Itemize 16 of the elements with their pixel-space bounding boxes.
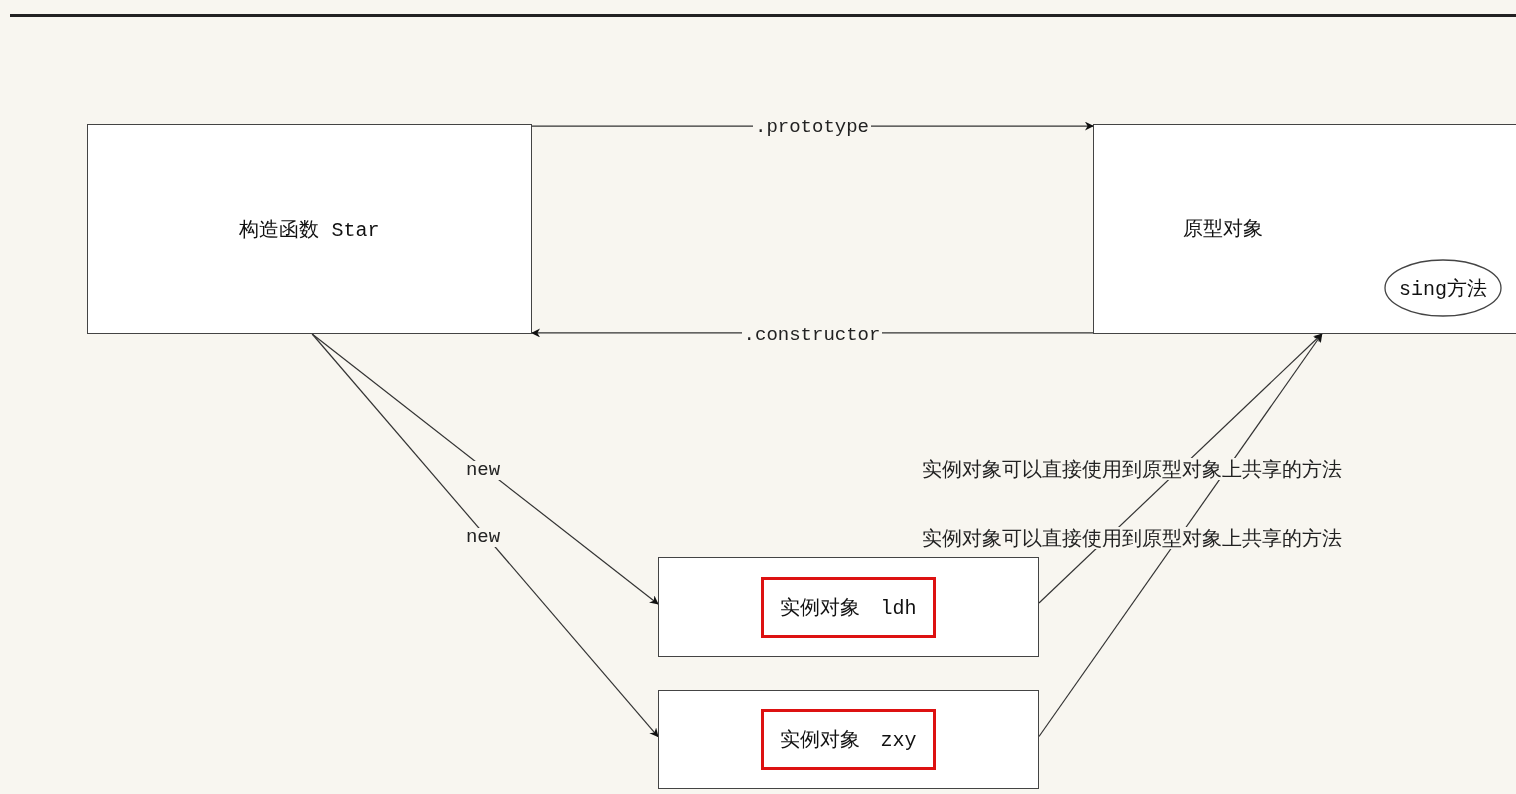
constructor-box	[87, 124, 532, 334]
method-ellipse	[1384, 259, 1502, 317]
edge-label: .prototype	[753, 117, 871, 137]
note-text: 实例对象可以直接使用到原型对象上共享的方法	[922, 458, 1342, 480]
highlighted-label: 实例对象 ldh	[761, 576, 936, 638]
node-label: 原型对象	[1183, 217, 1263, 242]
prototype-box	[1093, 124, 1516, 334]
highlighted-label: 实例对象 zxy	[761, 709, 936, 770]
instance-box	[658, 557, 1039, 657]
node-label: sing方法	[1399, 276, 1487, 302]
note-text: 实例对象可以直接使用到原型对象上共享的方法	[922, 527, 1342, 549]
arrow	[311, 333, 659, 605]
node-label: 构造函数 Star	[239, 217, 380, 243]
arrow	[1038, 333, 1323, 738]
arrow	[311, 333, 659, 738]
instance-box	[658, 690, 1039, 789]
